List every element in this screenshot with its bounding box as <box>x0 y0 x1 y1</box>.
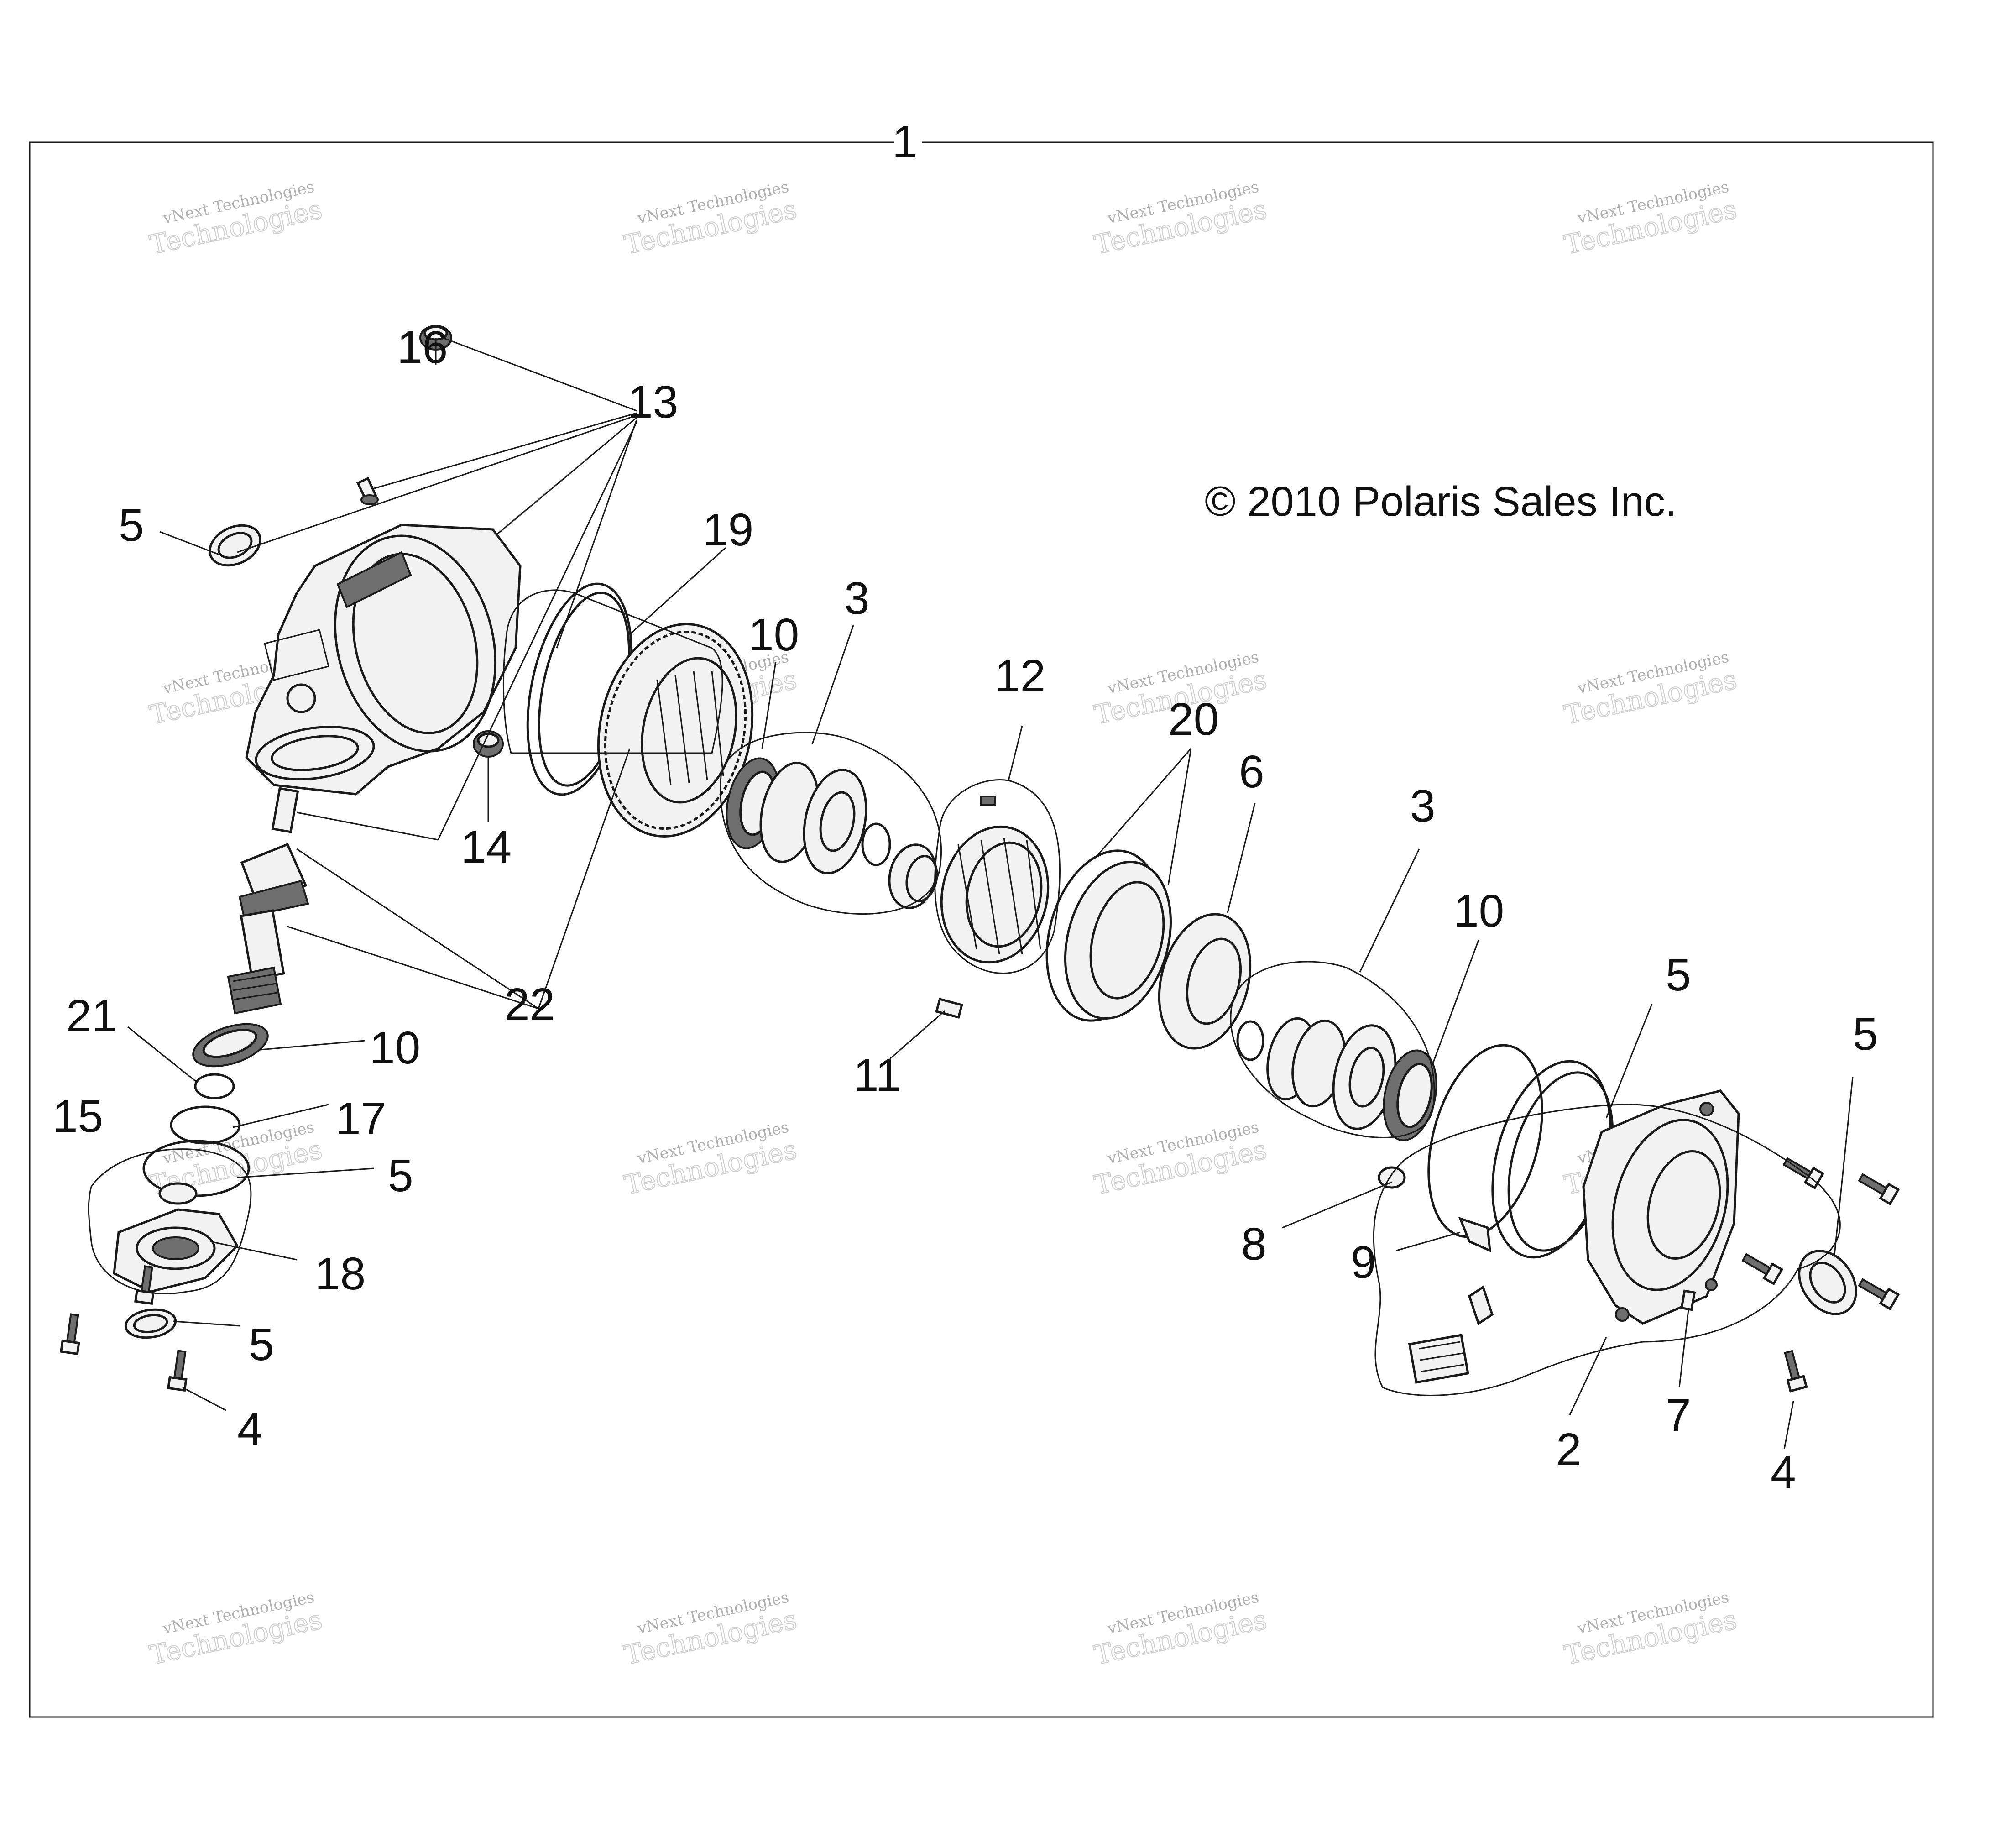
watermark: vNext Technologies Technologies <box>1561 178 1740 261</box>
watermark: vNext Technologies Technologies <box>1561 648 1740 731</box>
callout-number: 18 <box>315 1248 366 1299</box>
part-friction-plate <box>1158 913 1252 1050</box>
part-seal <box>209 524 261 567</box>
callout-number: 13 <box>627 377 678 428</box>
part-sensor <box>1468 1285 1494 1325</box>
callout-number: 22 <box>504 979 555 1030</box>
callout-number: 20 <box>1168 694 1219 745</box>
callout-number: 5 <box>1853 1009 1878 1060</box>
callout-number: 19 <box>703 504 753 555</box>
watermark: vNext Technologies Technologies <box>1561 1588 1740 1671</box>
part-stud <box>1705 1278 1718 1291</box>
callout-number: 10 <box>1453 885 1504 937</box>
watermark: vNext Technologies Technologies <box>1091 178 1270 261</box>
watermark: vNext Technologies Technologies <box>1091 1118 1270 1201</box>
callout-number: 21 <box>66 990 117 1042</box>
callout-number: 3 <box>1410 780 1436 832</box>
callout-number: 12 <box>995 650 1045 702</box>
callouts: 1 16 13 5 19 3 10 12 20 6 3 10 14 22 21 … <box>52 116 1878 1498</box>
part-bearing-stack <box>1236 1017 1397 1130</box>
callout-number: 9 <box>1351 1237 1376 1288</box>
callout-number: 5 <box>388 1150 413 1201</box>
part-bolt <box>1858 1173 1900 1206</box>
callout-number: 8 <box>1241 1219 1267 1270</box>
part-seal <box>124 1308 177 1339</box>
callout-number: 11 <box>853 1050 901 1101</box>
callout-number: 5 <box>249 1319 274 1370</box>
part-clip <box>1458 1216 1491 1253</box>
part-seal <box>1798 1250 1857 1315</box>
callout-number: 5 <box>1666 949 1691 1000</box>
part-bolt <box>1784 1350 1808 1393</box>
watermark: vNext Technologies Technologies <box>621 1588 800 1671</box>
diagram-frame <box>29 141 1934 1718</box>
part-stud <box>1680 1289 1696 1311</box>
callout-number: 14 <box>461 822 512 873</box>
callout-number: 10 <box>748 609 799 660</box>
part-bolt <box>60 1313 80 1356</box>
watermark: vNext Technologies Technologies <box>146 1588 325 1671</box>
part-front-housing <box>245 524 522 796</box>
part-armature-plate <box>1045 849 1172 1022</box>
watermark: vNext Technologies Technologies <box>146 178 325 261</box>
part-snap-ring <box>194 1073 235 1099</box>
part-pinion-shaft <box>227 787 309 1015</box>
watermark: vNext Technologies Technologies <box>1091 1588 1270 1671</box>
part-bolt <box>1741 1253 1784 1286</box>
copyright-notice: © 2010 Polaris Sales Inc. <box>1205 478 1677 525</box>
part-bearing <box>1383 1049 1437 1141</box>
callout-number: 3 <box>844 573 870 624</box>
callout-number: 10 <box>370 1022 420 1073</box>
callout-number: 16 <box>397 322 448 373</box>
callout-number: 1 <box>892 116 918 168</box>
callout-number: 6 <box>1239 746 1264 797</box>
part-roller-cage <box>940 796 1050 964</box>
part-rear-housing <box>1582 1089 1740 1325</box>
watermark: vNext Technologies Technologies <box>621 1118 800 1201</box>
callout-number: 5 <box>119 500 144 551</box>
part-fitting <box>356 476 379 505</box>
part-o-ring-small <box>170 1105 241 1145</box>
callout-number: 4 <box>1771 1447 1796 1498</box>
leader-lines <box>127 337 1854 1450</box>
callout-number: 2 <box>1556 1424 1582 1475</box>
part-connector <box>1408 1334 1469 1384</box>
callout-number: 15 <box>52 1091 103 1142</box>
callout-number: 7 <box>1666 1390 1691 1441</box>
callout-number: 17 <box>335 1093 386 1144</box>
part-bolt <box>167 1350 188 1392</box>
part-bearing-stack <box>726 757 938 909</box>
part-ring-gear <box>597 623 754 838</box>
part-bearing <box>192 1023 269 1068</box>
watermark: vNext Technologies Technologies <box>621 178 800 261</box>
part-spacer <box>158 1182 198 1205</box>
watermarks: vNext Technologies Technologies vNext Te… <box>146 178 1740 1671</box>
callout-number: 4 <box>237 1403 263 1455</box>
parts <box>60 325 1900 1393</box>
group-outlines <box>88 589 1841 1396</box>
part-drain-plug <box>1378 1166 1406 1189</box>
part-bolt <box>1858 1278 1900 1311</box>
